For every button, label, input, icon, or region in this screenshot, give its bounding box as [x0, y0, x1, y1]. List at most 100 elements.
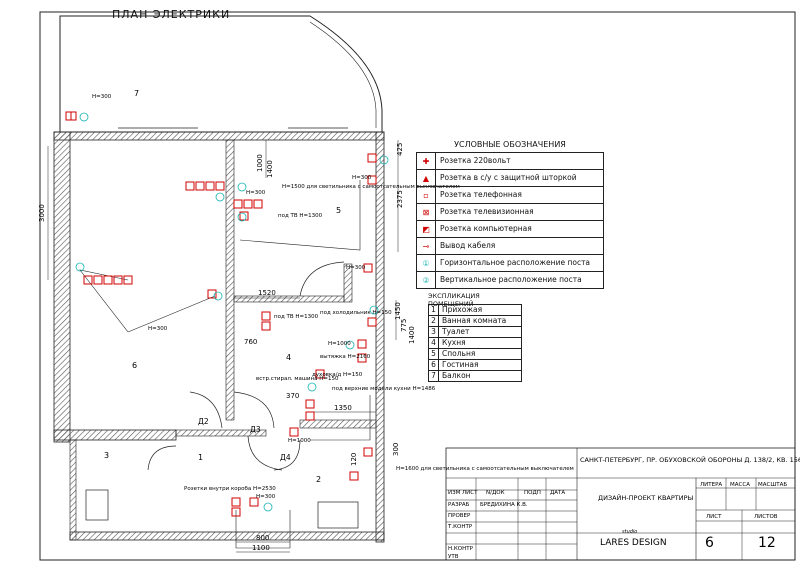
dim-1350: 1350: [334, 404, 352, 412]
room-name: Прихожая: [442, 305, 483, 314]
dim-1520: 1520: [258, 289, 276, 297]
door-label-d2: Д2: [198, 417, 209, 426]
label-oven: духовка/д Н=150: [312, 372, 363, 378]
socket-bathroom-icon: ▲: [417, 170, 436, 186]
room-number: 4: [429, 338, 439, 348]
door-arc-1: [299, 261, 345, 297]
room-number-3: 3: [104, 451, 109, 460]
tb-sheets-total: 12: [758, 535, 776, 551]
label-h1600: Н=1600 для светильника с самоотсательным…: [396, 466, 574, 472]
cable-outlet-icon: ⊸: [417, 238, 436, 254]
tb-sheet-no: 6: [705, 535, 714, 551]
wall-bathroom-left: [69, 439, 77, 541]
tv-socket-icon: ⊠: [417, 204, 436, 220]
dim-120: 120: [350, 453, 358, 466]
wall-top: [53, 131, 385, 141]
balcony-outline: [59, 15, 383, 133]
label-h300-e: Н=300: [148, 326, 168, 332]
legend-row: ✚Розетка 220вольт: [416, 152, 604, 170]
dim-1100: 1100: [252, 544, 270, 552]
socket-group-bedroom: [233, 199, 263, 221]
tb-project: ДИЗАЙН-ПРОЕКТ КВАРТИРЫ: [598, 493, 694, 502]
wall-left: [53, 131, 71, 443]
balcony-arc-inner: [309, 21, 377, 128]
socket-icon-bedroom-right: [363, 153, 377, 273]
wall-interior-2: [233, 295, 345, 303]
label-boxes: Розетки внутри короба Н=2530: [184, 486, 276, 492]
dim-300: 300: [392, 443, 400, 456]
toilet-fixture: [85, 489, 109, 521]
socket-icon-balcony: [65, 111, 77, 121]
legend-row: ⊸Вывод кабеля: [416, 238, 604, 255]
label-washer: встр.стирал. машина Н=150: [256, 376, 339, 382]
door-arc-2: [233, 391, 275, 429]
label-upper-cab: под верхние модели кухни Н=1486: [332, 386, 436, 392]
tb-col-data: ДАТА: [550, 490, 565, 496]
legend-row: ① Горизонтальное расположение поста: [416, 255, 604, 272]
legend-label: Розетка телефонная: [440, 190, 522, 200]
socket-icon-living-mid: [207, 289, 217, 299]
legend-label: Розетка в с/у с защитной шторкой: [440, 173, 577, 183]
cable-route-2: [127, 295, 216, 333]
dim-800: 800: [256, 534, 269, 542]
label-h1000-b: Н=1000: [288, 438, 311, 444]
cable-route-3: [239, 180, 361, 251]
dim-775: 775: [400, 319, 408, 332]
vertical-post-icon: ②: [417, 272, 436, 288]
socket-220-icon: ✚: [417, 153, 436, 169]
tb-address: САНКТ-ПЕТЕРБУРГ, ПР. ОБУХОВСКОЙ ОБОРОНЫ …: [580, 455, 800, 464]
wall-interior-3: [299, 419, 377, 429]
tb-col-list: ЛИСТ: [462, 490, 478, 496]
legend-title: УСЛОВНЫЕ ОБОЗНАЧЕНИЯ: [454, 140, 566, 149]
horizontal-post-icon: ①: [417, 255, 436, 271]
label-h1500-text: Н=1500 для светильника с самоотсательным…: [282, 184, 460, 190]
socket-group-living-left: [83, 275, 133, 285]
legend-label: Розетка компьютерная: [440, 224, 532, 234]
legend-table: УСЛОВНЫЕ ОБОЗНАЧЕНИЯ ✚Розетка 220вольт▲ Р…: [416, 138, 604, 289]
page-title: ПЛАН ЭЛЕКТРИКИ: [112, 8, 231, 21]
tb-mass: МАССА: [730, 482, 750, 488]
phone-socket-icon: ▫: [417, 187, 436, 203]
cable-route-4: [235, 510, 291, 549]
label-tv-kitchen: под ТВ Н=1300: [274, 314, 319, 320]
room-name: Туалет: [442, 327, 470, 336]
room-number: 2: [429, 316, 439, 326]
tb-row-utv: УТВ: [448, 554, 459, 560]
room-number-5: 5: [336, 206, 341, 215]
tb-col-izm: ИЗМ: [448, 490, 461, 496]
legend-label: Розетка телевизионная: [440, 207, 534, 217]
tb-row-razrab: РАЗРАБ: [448, 502, 470, 508]
label-h300-d: Н=300: [346, 265, 366, 271]
room-number: 5: [429, 349, 439, 359]
legend-row: ◩ Розетка компьютерная: [416, 221, 604, 238]
tb-col-ndok: N/ДОК: [486, 490, 505, 496]
washstand-fixture: [317, 501, 359, 529]
tb-sheet-label: ЛИСТ: [706, 514, 722, 520]
socket-group-hall: [231, 427, 373, 517]
door-label-d4: Д4: [280, 453, 291, 462]
room-number-1: 1: [198, 453, 203, 462]
room-number-7: 7: [134, 89, 139, 98]
label-tv-bedroom: под ТВ Н=1300: [278, 213, 323, 219]
computer-socket-icon: ◩: [417, 221, 436, 237]
tb-developer: БРЕДИХИНА К.В.: [480, 502, 528, 508]
room-name: Кухня: [442, 338, 466, 347]
tb-sheets-label: ЛИСТОВ: [754, 514, 778, 520]
legend-label: Горизонтальное расположение поста: [440, 258, 591, 268]
label-h1000-a: Н=1000: [328, 341, 351, 347]
wall-bottom-left: [53, 429, 177, 441]
room-number: 1: [429, 305, 439, 315]
tb-row-nkontr: Н.КОНТР: [448, 546, 474, 552]
room-number: 3: [429, 327, 439, 337]
door-arc-3: [189, 391, 223, 429]
socket-group-living-top: [185, 181, 225, 191]
label-hood: вытяжка Н=2160: [320, 354, 371, 360]
tb-col-podp: ПОДП: [524, 490, 541, 496]
